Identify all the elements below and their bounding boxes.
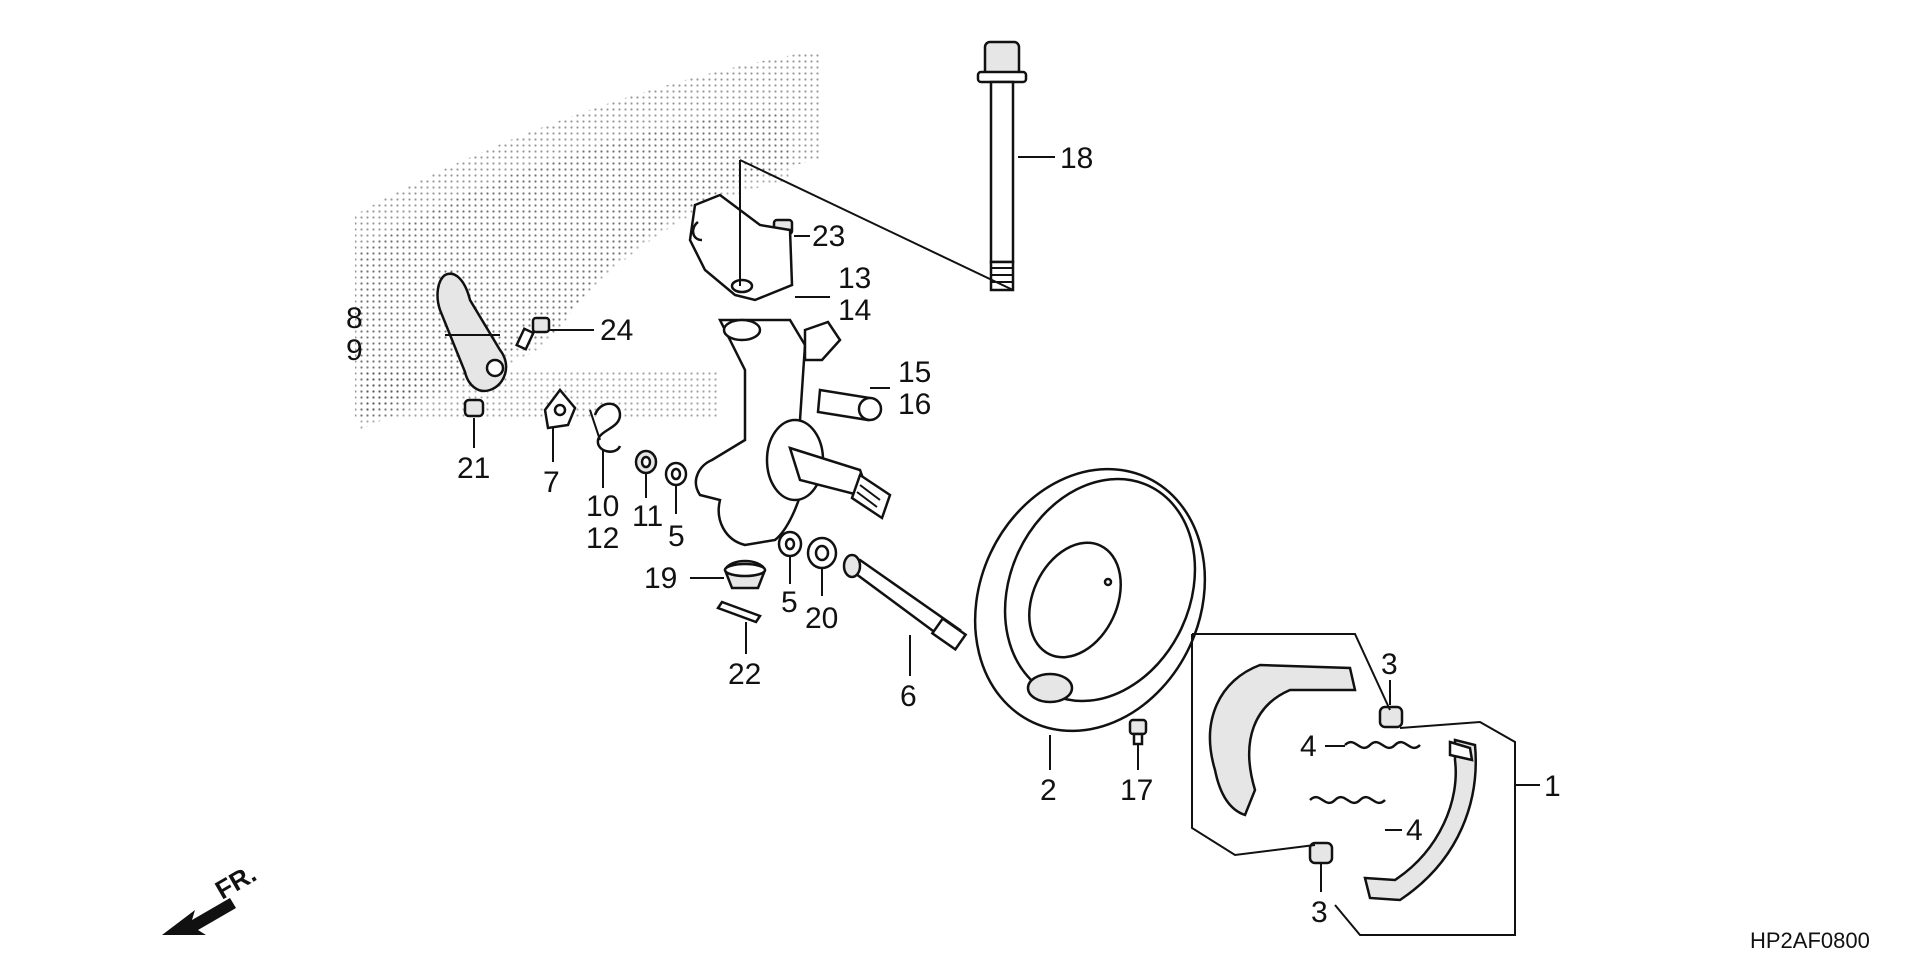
callout-8: 8 — [346, 302, 363, 335]
washer-5a[interactable] — [664, 461, 688, 487]
callout-4b: 4 — [1406, 814, 1423, 847]
callout-14: 14 — [838, 294, 871, 327]
callout-5b: 5 — [781, 586, 798, 619]
callout-1: 1 — [1544, 770, 1561, 803]
flange-bolt-18[interactable] — [976, 40, 1028, 292]
callout-23: 23 — [812, 220, 845, 253]
seal-20[interactable] — [806, 536, 838, 570]
brake-panel-2[interactable] — [933, 431, 1246, 769]
diagram-code: HP2AF0800 — [1750, 928, 1870, 953]
callout-9: 9 — [346, 334, 363, 367]
front-indicator-label: FR. — [210, 858, 261, 905]
callout-18: 18 — [1060, 142, 1093, 175]
brake-arm-8-9[interactable] — [436, 272, 508, 393]
callout-17: 17 — [1120, 774, 1153, 807]
callout-22: 22 — [728, 658, 761, 691]
spring-4b[interactable] — [1309, 795, 1386, 805]
callout-24: 24 — [600, 314, 633, 347]
callout-11: 11 — [632, 500, 663, 533]
callout-10: 10 — [586, 490, 619, 523]
callout-6: 6 — [900, 680, 917, 713]
callout-15: 15 — [898, 356, 931, 389]
pin-22[interactable] — [716, 600, 762, 624]
spring-4a[interactable] — [1344, 740, 1421, 750]
callout-12: 12 — [586, 522, 619, 555]
cap-19[interactable] — [723, 559, 767, 590]
callout-7: 7 — [543, 466, 560, 499]
callout-4a: 4 — [1300, 730, 1317, 763]
callout-5a: 5 — [668, 520, 685, 553]
brake-cam-6[interactable] — [842, 553, 968, 652]
nut-21[interactable] — [463, 398, 485, 418]
indicator-plate-7[interactable] — [543, 387, 577, 430]
bolt-17[interactable] — [1128, 718, 1148, 746]
washer-5b[interactable] — [777, 530, 803, 558]
steering-knuckle[interactable] — [694, 318, 892, 547]
front-direction-arrow: FR. — [162, 858, 261, 935]
callout-16: 16 — [898, 388, 931, 421]
callout-19: 19 — [644, 562, 677, 595]
nut-11[interactable] — [634, 449, 658, 475]
callout-3a: 3 — [1381, 648, 1398, 681]
callout-21: 21 — [457, 452, 490, 485]
leader-lines — [445, 156, 1540, 892]
bolt-24[interactable] — [515, 316, 551, 351]
return-spring-10-12[interactable] — [589, 402, 622, 453]
brake-shoes-1[interactable] — [1208, 663, 1477, 902]
callout-20: 20 — [805, 602, 838, 635]
pin-3a[interactable] — [1378, 705, 1404, 729]
callout-13: 13 — [838, 262, 871, 295]
callout-3b: 3 — [1311, 896, 1328, 929]
callout-2: 2 — [1040, 774, 1057, 807]
